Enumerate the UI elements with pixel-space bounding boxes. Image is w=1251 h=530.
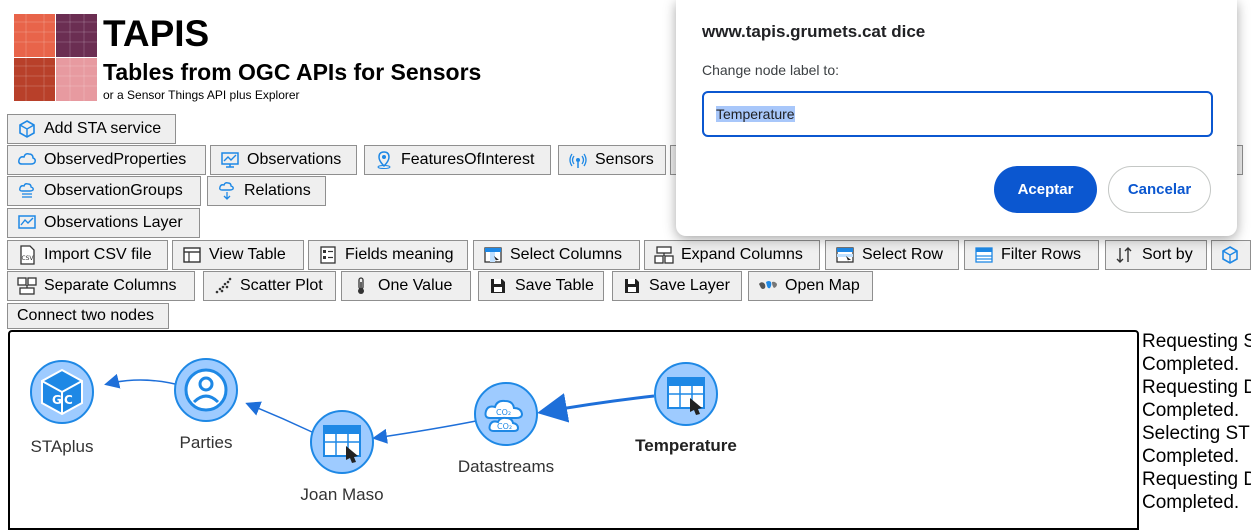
separate-columns-icon <box>17 276 37 296</box>
sta-cube-icon <box>1220 245 1240 265</box>
table-select-icon <box>323 425 361 463</box>
observations-layer-button[interactable]: Observations Layer <box>7 208 200 238</box>
svg-text:G: G <box>52 393 62 407</box>
select-columns-button[interactable]: Select Columns <box>473 240 640 270</box>
select-row-button[interactable]: Select Row <box>825 240 959 270</box>
world-map-icon <box>758 276 778 296</box>
observed-properties-button[interactable]: ObservedProperties <box>7 145 206 175</box>
floppy-save-icon <box>488 276 508 296</box>
relations-button[interactable]: Relations <box>207 176 326 206</box>
log-panel: Requesting S Completed. Requesting D Com… <box>1142 330 1251 520</box>
separate-columns-button[interactable]: Separate Columns <box>7 271 195 301</box>
node-label-input[interactable] <box>702 91 1213 137</box>
graph-node-label-selected: Temperature <box>635 436 737 455</box>
connect-two-nodes-button[interactable]: Connect two nodes <box>7 303 169 329</box>
thermometer-icon <box>351 276 371 296</box>
sort-by-button[interactable]: Sort by <box>1105 240 1207 270</box>
log-line: Completed. <box>1142 492 1240 513</box>
observations-button[interactable]: Observations <box>210 145 357 175</box>
graph-edges <box>104 373 655 444</box>
view-table-button[interactable]: View Table <box>172 240 304 270</box>
import-csv-button[interactable]: CSV Import CSV file <box>7 240 168 270</box>
svg-text:CO₂: CO₂ <box>496 408 511 417</box>
accept-button[interactable]: Aceptar <box>994 166 1097 213</box>
log-line: Completed. <box>1142 400 1240 421</box>
filter-rows-icon <box>974 245 994 265</box>
edge-parties-staplus <box>104 373 176 389</box>
table-select-icon <box>667 377 705 415</box>
cancel-button[interactable]: Cancelar <box>1108 166 1211 213</box>
graph-canvas[interactable]: G C STAplus Parties Joan Maso CO₂ CO₂ <box>8 330 1139 530</box>
chart-monitor-icon <box>220 150 240 170</box>
fields-list-icon <box>318 245 338 265</box>
log-line: Completed. <box>1142 446 1240 467</box>
log-line: Completed. <box>1142 354 1240 375</box>
graph-node-label: Joan Maso <box>300 485 384 504</box>
cloud-group-icon <box>17 181 37 201</box>
log-line: Requesting D <box>1142 469 1251 490</box>
save-table-button[interactable]: Save Table <box>478 271 604 301</box>
scatter-plot-icon <box>213 276 233 296</box>
fields-meaning-button[interactable]: Fields meaning <box>308 240 468 270</box>
graph-node-staplus[interactable]: G C <box>30 360 94 424</box>
table-icon <box>182 245 202 265</box>
filter-rows-button[interactable]: Filter Rows <box>964 240 1099 270</box>
open-map-button[interactable]: Open Map <box>748 271 873 301</box>
log-line: Requesting S <box>1142 331 1251 352</box>
co2-cloud-icon <box>17 150 37 170</box>
floppy-save-icon <box>622 276 642 296</box>
app-subtitle: Tables from OGC APIs for Sensors <box>103 59 482 85</box>
tapis-logo <box>14 14 97 101</box>
graph-node-temperature[interactable] <box>654 362 718 426</box>
save-layer-button[interactable]: Save Layer <box>612 271 742 301</box>
app-title: TAPIS <box>103 13 210 54</box>
edge-datastreams-joanmaso <box>372 420 477 444</box>
svg-text:C: C <box>64 393 73 407</box>
sta-cube-button-partial[interactable] <box>1211 240 1251 270</box>
graph-node-label: STAplus <box>30 437 94 456</box>
cloud-relation-icon <box>217 181 237 201</box>
sensor-signal-icon <box>568 150 588 170</box>
svg-text:CSV: CSV <box>21 255 34 262</box>
person-icon <box>184 368 228 412</box>
map-pin-icon <box>374 150 394 170</box>
log-line: Requesting D <box>1142 377 1251 398</box>
dialog-origin: www.tapis.grumets.cat dice <box>702 22 926 41</box>
scatter-plot-button[interactable]: Scatter Plot <box>203 271 336 301</box>
graph-node-joan-maso[interactable] <box>310 410 374 474</box>
co2-cloud-icon: CO₂ CO₂ <box>484 399 524 432</box>
expand-columns-icon <box>654 245 674 265</box>
csv-file-icon: CSV <box>17 245 37 265</box>
add-sta-service-button[interactable]: Add STA service <box>7 114 176 144</box>
expand-columns-button[interactable]: Expand Columns <box>644 240 820 270</box>
sta-cube-icon <box>17 119 37 139</box>
svg-text:CO₂: CO₂ <box>497 422 512 431</box>
edge-joanmaso-parties <box>245 401 313 433</box>
select-columns-icon <box>483 245 503 265</box>
prompt-dialog: www.tapis.grumets.cat dice Change node l… <box>676 0 1237 236</box>
observation-groups-button[interactable]: ObservationGroups <box>7 176 201 206</box>
graph-node-label: Datastreams <box>457 457 555 476</box>
graph-node-label: Parties <box>179 433 233 452</box>
chart-monitor-icon <box>17 213 37 233</box>
sensors-button[interactable]: Sensors <box>558 145 666 175</box>
features-of-interest-button[interactable]: FeaturesOfInterest <box>364 145 551 175</box>
graph-node-datastreams[interactable]: CO₂ CO₂ <box>474 382 538 446</box>
select-row-icon <box>835 245 855 265</box>
sta-cube-icon: G C <box>41 368 83 416</box>
graph-node-parties[interactable] <box>174 358 238 422</box>
one-value-button[interactable]: One Value <box>341 271 471 301</box>
app-tagline: or a Sensor Things API plus Explorer <box>103 88 300 102</box>
log-line: Selecting ST <box>1142 423 1250 444</box>
dialog-message: Change node label to: <box>702 62 839 78</box>
edge-temperature-datastreams <box>537 393 655 423</box>
sort-icon <box>1115 245 1135 265</box>
